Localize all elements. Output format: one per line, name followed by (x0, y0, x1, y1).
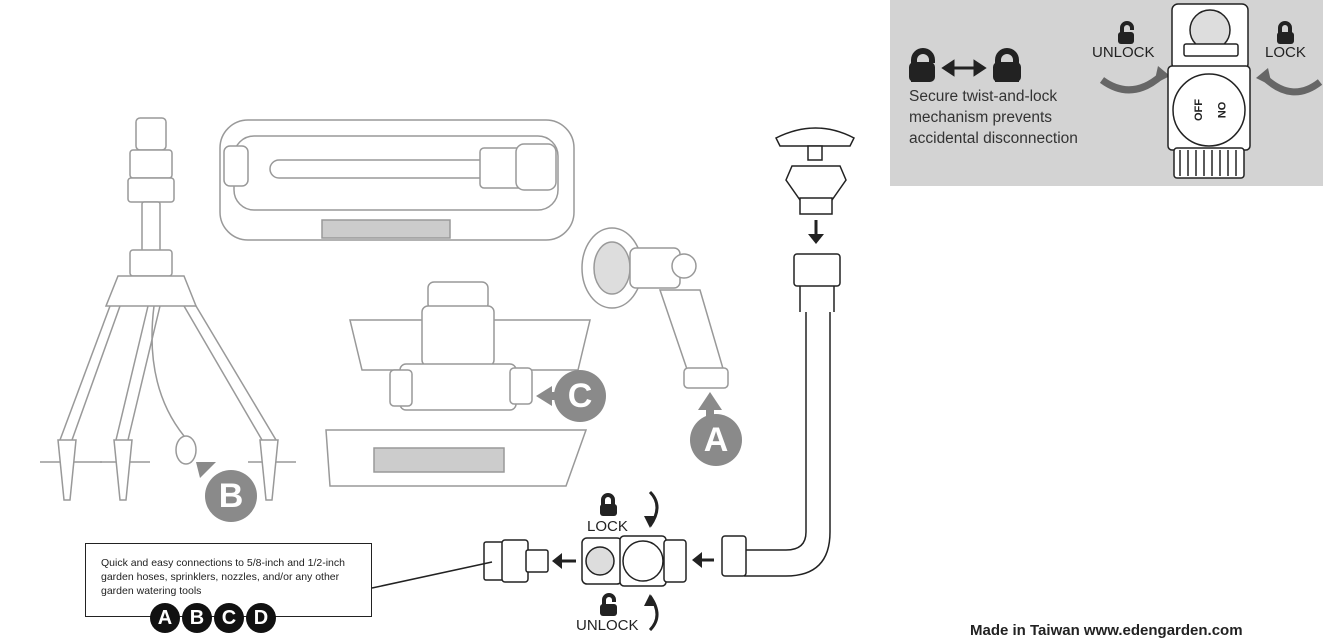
lock-info-panel (890, 0, 1323, 186)
connector-lock-label: LOCK (587, 518, 628, 535)
badge-c: C (214, 603, 244, 633)
dial-on-text: ON (1215, 102, 1227, 119)
panel-unlock-label: UNLOCK (1092, 44, 1155, 61)
rotary-sprinkler (325, 281, 591, 487)
badge-d: D (246, 603, 276, 633)
marker-c: C (554, 370, 606, 422)
connector-unlock-label: UNLOCK (576, 617, 639, 634)
lock-description: Secure twist-and-lock mechanism prevents… (909, 88, 1078, 147)
marker-b: B (205, 470, 257, 522)
lock-rotate-head (644, 516, 656, 528)
faucet (774, 127, 855, 215)
connector-closeup (1167, 3, 1251, 179)
compatibility-badges: A B C D (150, 603, 276, 633)
marker-a: A (690, 414, 742, 466)
double-arrow-icon (941, 59, 987, 77)
quick-connect-fitting (483, 539, 549, 583)
unlock-arrow-head (1154, 66, 1170, 84)
unlock-small-icon (1118, 21, 1134, 44)
dial-off-text: OFF (1193, 99, 1205, 121)
callout-leader-line (371, 561, 493, 589)
unlocked-lock-icon (909, 48, 935, 82)
callout-text: Quick and easy connections to 5/8-inch a… (101, 557, 345, 597)
oscillating-sprinkler (219, 119, 575, 241)
connector-unlock-icon (600, 593, 617, 616)
badge-b: B (182, 603, 212, 633)
callout-box: Quick and easy connections to 5/8-inch a… (85, 543, 372, 617)
twist-lock-connector (581, 535, 687, 587)
connector-arrow-head (552, 553, 562, 569)
unlock-rotate-head (644, 594, 656, 606)
lock-arrow-head (1256, 68, 1272, 86)
lock-small-icon (1277, 21, 1294, 44)
faucet-arrow-head (808, 234, 824, 244)
connector-lock-icon (600, 493, 617, 516)
spray-nozzle (581, 227, 729, 389)
panel-lock-label: LOCK (1265, 44, 1306, 61)
tripod-sprinkler (40, 117, 296, 501)
hose-arrow-head (692, 552, 702, 568)
garden-hose (721, 253, 841, 577)
badge-a: A (150, 603, 180, 633)
locked-lock-icon (993, 48, 1021, 82)
